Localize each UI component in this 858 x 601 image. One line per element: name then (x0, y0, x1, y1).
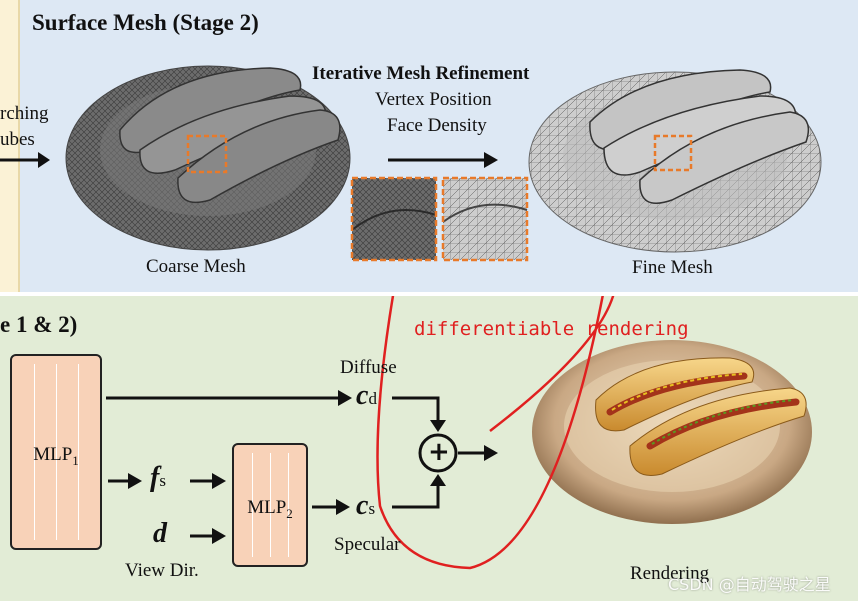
csdn-watermark: CSDN @自动驾驶之星 (668, 575, 831, 594)
cs-symbol: cs (356, 490, 376, 521)
mlp1-subscript: 1 (72, 452, 79, 468)
left-cutoff-label-2: ubes (0, 129, 35, 150)
rendering-image (532, 340, 812, 524)
fine-mesh-image (528, 69, 822, 253)
face-density-label: Face Density (387, 115, 487, 136)
differentiable-rendering-annotation: differentiable rendering (414, 318, 689, 340)
mlp2-to-cs-arrow (312, 499, 350, 515)
vertex-position-label: Vertex Position (375, 89, 492, 110)
d-symbol: d (153, 518, 167, 549)
previous-stage-panel-edge (0, 0, 20, 292)
fs-symbol: fs (150, 462, 166, 493)
surface-mesh-title: Surface Mesh (Stage 2) (32, 10, 259, 35)
view-dir-label: View Dir. (125, 560, 199, 581)
coarse-zoom-crop (350, 176, 438, 262)
mlp2-subscript: 2 (286, 505, 293, 521)
coarse-mesh-label: Coarse Mesh (146, 256, 246, 277)
red-annotation-loop (376, 296, 615, 570)
refinement-title: Iterative Mesh Refinement (312, 63, 530, 84)
fine-mesh-label: Fine Mesh (632, 257, 713, 278)
appearance-diagram (106, 296, 812, 570)
plus-symbol: + (428, 437, 450, 467)
refinement-arrow (388, 152, 498, 168)
mlp2-label: MLP (247, 497, 287, 518)
d-to-mlp2-arrow (190, 528, 226, 544)
mlp1-block: MLP1 (10, 354, 102, 550)
rendering-label: Rendering (630, 563, 710, 584)
cd-to-plus-arrow (392, 396, 446, 432)
fs-to-mlp2-arrow (190, 473, 226, 489)
diffuse-arrow (106, 390, 352, 406)
coarse-mesh-image (65, 65, 351, 251)
left-cutoff-label-1: rching (0, 103, 49, 124)
cd-symbol: cd (356, 380, 377, 411)
arrow-into-coarse (0, 152, 50, 168)
fine-zoom-crop (441, 176, 529, 262)
specular-label: Specular (334, 534, 401, 555)
mlp2-block: MLP2 (232, 443, 308, 567)
cs-to-plus-arrow (392, 474, 446, 509)
plus-to-rendering-arrow (458, 445, 498, 461)
diffuse-label: Diffuse (340, 357, 397, 378)
mlp1-label: MLP (33, 444, 73, 465)
mesh-illustrations (0, 65, 822, 262)
sum-node (418, 433, 458, 473)
appearance-title: e 1 & 2) (0, 312, 78, 337)
mlp1-to-fs-arrow (108, 473, 142, 489)
